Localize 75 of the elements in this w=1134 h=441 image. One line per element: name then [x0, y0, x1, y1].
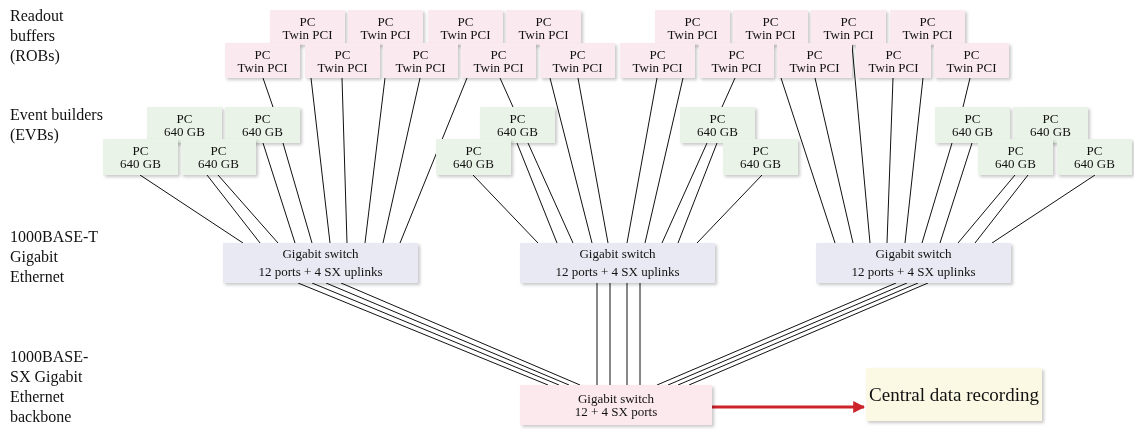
- cable-line: [921, 142, 953, 244]
- cable-line: [696, 174, 763, 244]
- cable-line: [639, 282, 641, 386]
- pc-box: PC 640 GB: [978, 139, 1053, 175]
- row-label: Readout buffers (ROBs): [10, 6, 65, 66]
- pc-box: PC 640 GB: [225, 107, 300, 143]
- cable-line: [527, 142, 574, 244]
- pc-box: PC Twin PCI: [655, 10, 730, 45]
- cable-line: [957, 174, 1016, 244]
- switch-box: Gigabit switch 12 ports + 4 SX uplinks: [520, 243, 715, 283]
- arrow: [712, 401, 866, 413]
- cable-line: [596, 282, 598, 386]
- pc-box: PC 640 GB: [181, 139, 256, 175]
- pc-box: PC Twin PCI: [506, 10, 581, 45]
- pc-box: PC 640 GB: [103, 139, 178, 175]
- pc-box: PC Twin PCI: [305, 43, 380, 78]
- pc-box: PC Twin PCI: [934, 43, 1009, 78]
- switch-box: Gigabit switch 12 + 4 SX ports: [520, 385, 712, 425]
- cable-line: [677, 142, 718, 244]
- cable-line: [399, 77, 468, 244]
- cable-line: [206, 174, 261, 244]
- pc-box: PC Twin PCI: [540, 43, 615, 78]
- pc-box: PC Twin PCI: [225, 43, 300, 78]
- pc-box: PC 640 GB: [436, 139, 511, 175]
- pc-box: PC Twin PCI: [777, 43, 852, 78]
- switch-box: Gigabit switch 12 ports + 4 SX uplinks: [816, 243, 1011, 283]
- cable-line: [661, 142, 708, 244]
- pc-box: PC Twin PCI: [890, 10, 965, 45]
- cable-line: [382, 77, 421, 244]
- cable-line: [217, 174, 279, 244]
- cable-line: [962, 77, 971, 108]
- cable-line: [886, 77, 894, 244]
- pc-box: PC Twin PCI: [348, 10, 423, 45]
- pc-box: PC Twin PCI: [461, 43, 536, 78]
- cable-line: [904, 77, 924, 244]
- pc-box: PC 640 GB: [480, 107, 555, 143]
- recording-box: Central data recording: [866, 368, 1042, 421]
- cable-line: [780, 77, 836, 244]
- pc-box: PC Twin PCI: [733, 10, 808, 45]
- cable-line: [139, 174, 244, 244]
- pc-box: PC 640 GB: [935, 107, 1010, 143]
- row-label: 1000BASE-T Gigabit Ethernet: [10, 227, 99, 287]
- cable-line: [516, 142, 558, 244]
- cable-line: [626, 77, 658, 244]
- cable-line: [310, 77, 331, 244]
- cable-line: [341, 77, 348, 244]
- cable-line: [499, 77, 514, 108]
- cable-line: [974, 174, 1029, 244]
- pc-box: PC Twin PCI: [811, 10, 886, 45]
- row-label: 1000BASE-SX Gigabit Ethernet backbone: [10, 347, 90, 427]
- pc-box: PC 640 GB: [680, 107, 755, 143]
- cable-line: [262, 77, 274, 108]
- pc-box: PC 640 GB: [723, 139, 798, 175]
- cable-line: [626, 282, 628, 386]
- pc-box: PC Twin PCI: [699, 43, 774, 78]
- cable-line: [939, 142, 973, 244]
- cable-line: [282, 142, 313, 244]
- cable-line: [549, 77, 593, 244]
- pc-box: PC 640 GB: [1057, 139, 1132, 175]
- pc-box: PC Twin PCI: [856, 43, 931, 78]
- switch-box: Gigabit switch 12 ports + 4 SX uplinks: [223, 243, 418, 283]
- row-label: Event builders (EVBs): [10, 105, 104, 145]
- pc-box: PC Twin PCI: [270, 10, 345, 45]
- cable-line: [472, 174, 539, 244]
- pc-box: PC Twin PCI: [620, 43, 695, 78]
- cable-line: [644, 77, 684, 244]
- cable-line: [262, 142, 296, 244]
- cable-line: [991, 174, 1096, 244]
- cable-line: [577, 77, 609, 244]
- cable-line: [814, 77, 854, 244]
- cable-line: [721, 77, 736, 108]
- cable-line: [364, 77, 386, 244]
- cable-line: [609, 282, 611, 386]
- pc-box: PC Twin PCI: [428, 10, 503, 45]
- pc-box: PC Twin PCI: [383, 43, 458, 78]
